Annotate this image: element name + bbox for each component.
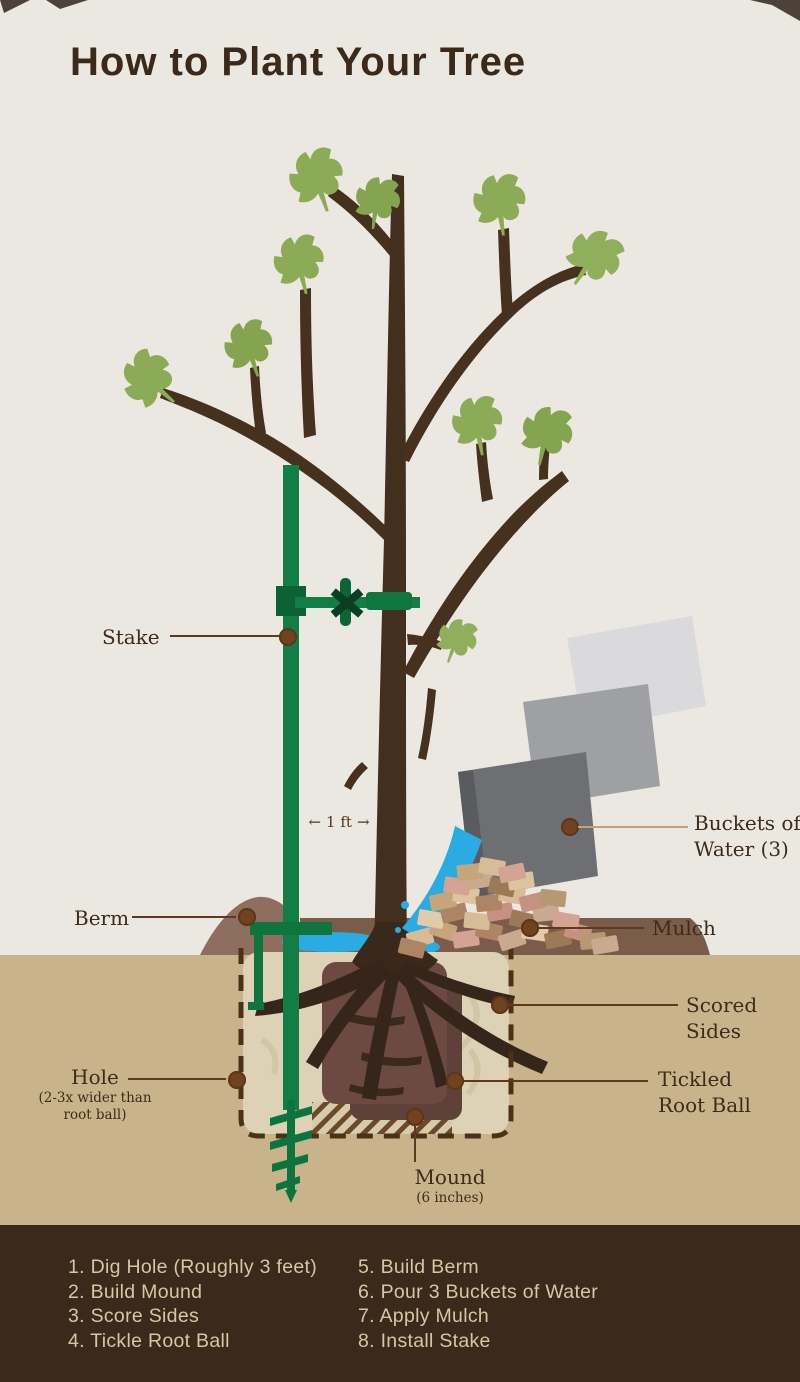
measurement-1ft: ← 1 ft → — [300, 813, 378, 831]
label-berm: Berm — [74, 906, 130, 930]
leader-line — [464, 1080, 648, 1082]
label-stake: Stake — [102, 625, 160, 649]
label-mulch: Mulch — [652, 916, 716, 940]
leader-line — [128, 1078, 226, 1080]
arrow-left-icon: ← — [308, 813, 322, 831]
buckets — [458, 616, 706, 898]
stake-bracket — [248, 922, 332, 1010]
tree-trunk — [374, 174, 407, 958]
leader-line — [132, 916, 236, 918]
step-item: 8. Install Stake — [358, 1329, 491, 1352]
leader-dot — [238, 908, 256, 926]
stake — [248, 465, 420, 1203]
arrow-right-icon: → — [356, 813, 370, 831]
step-item: 1. Dig Hole (Roughly 3 feet) — [68, 1256, 318, 1278]
label-buckets-of-water: Buckets of Water (3) — [694, 811, 800, 861]
stake-auger — [270, 1100, 312, 1203]
tree-branches — [160, 186, 586, 790]
label-tickled-root-ball: Tickled Root Ball — [658, 1067, 751, 1117]
step-item: 6. Pour 3 Buckets of Water — [358, 1280, 599, 1303]
step-item: 7. Apply Mulch — [358, 1305, 490, 1327]
roots — [255, 922, 548, 1100]
hole-outline-dashed — [238, 948, 514, 1139]
step-item: 3. Score Sides — [68, 1305, 200, 1327]
step-item: 5. Build Berm — [358, 1256, 479, 1278]
leader-dot — [228, 1071, 246, 1089]
measurement-value: 1 ft — [326, 813, 352, 831]
leader-line — [508, 1004, 678, 1006]
leader-dot — [491, 996, 509, 1014]
step-item: 2. Build Mound — [68, 1280, 203, 1303]
leader-dot — [561, 818, 579, 836]
paper-corner-marks — [0, 0, 800, 21]
leader-dot — [279, 628, 297, 646]
steps-column-1: 1. Dig Hole (Roughly 3 feet) 2. Build Mo… — [68, 1255, 317, 1353]
tie-cross — [330, 588, 364, 618]
leader-line — [538, 927, 644, 929]
tree — [111, 143, 632, 958]
steps-column-2: 5. Build Berm 6. Pour 3 Buckets of Water… — [358, 1255, 598, 1353]
label-scored-sides: Scored Sides — [686, 993, 758, 1043]
step-item: 4. Tickle Root Ball — [68, 1329, 230, 1352]
mulch-pile — [397, 857, 619, 959]
leader-line — [170, 635, 280, 637]
leader-line — [578, 826, 688, 828]
leader-dot — [406, 1108, 424, 1126]
leader-line — [414, 1126, 416, 1162]
leader-dot — [521, 919, 539, 937]
page-title: How to Plant Your Tree — [70, 40, 527, 84]
steps-footer: 1. Dig Hole (Roughly 3 feet) 2. Build Mo… — [0, 1225, 800, 1382]
leader-dot — [446, 1072, 464, 1090]
label-hole: Hole (2-3x wider than root ball) — [38, 1065, 152, 1123]
label-mound: Mound (6 inches) — [414, 1165, 486, 1206]
